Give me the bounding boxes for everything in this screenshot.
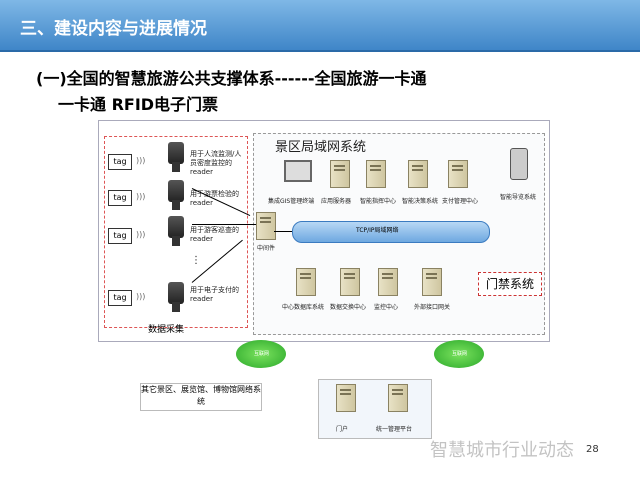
smart-guide-label: 智能导览系统 (500, 194, 537, 201)
server-label-gis: 集成GIS管理终端 (268, 198, 315, 205)
internet-label-2: 互联网 (452, 351, 468, 357)
app-server-icon (330, 160, 350, 188)
gateway-server-icon (422, 268, 442, 296)
link-line (274, 231, 294, 232)
other-networks-box: 其它景区、展览馆、博物馆网络系统 (140, 383, 262, 411)
reader-label-2: 用于游票检验的reader (190, 190, 239, 207)
access-control-box: 门禁系统 (478, 272, 542, 296)
command-server-icon (366, 160, 386, 188)
reader-device-icon (168, 180, 184, 210)
reader-device-icon (168, 216, 184, 246)
smart-guide-device-icon (510, 148, 528, 180)
portal-label: 门户 (336, 426, 349, 433)
server-label-exchange: 数据交换中心 (330, 304, 367, 311)
gis-terminal-icon (284, 160, 312, 182)
reader-label-4: 用于电子支付的reader (190, 286, 239, 303)
server-label-payment: 支付管理中心 (442, 198, 479, 205)
reader-label-1: 用于人流监测/人员密度监控的reader (190, 150, 242, 176)
server-label-gateway: 外部接口网关 (414, 304, 451, 311)
slide-header-bar: 三、建设内容与进展情况 (0, 0, 640, 52)
ellipsis-dots: ⋮ (191, 255, 201, 266)
mgmt-server-icon (388, 384, 408, 412)
lan-system-title: 景区局域网系统 (275, 140, 367, 155)
rfid-tag-2: tag (108, 190, 132, 206)
server-label-database: 中心数据库系统 (282, 304, 325, 311)
server-label-app: 应用服务器 (321, 198, 352, 205)
slide-title: 三、建设内容与进展情况 (20, 19, 207, 39)
monitoring-server-icon (378, 268, 398, 296)
reader-device-icon (168, 142, 184, 172)
signal-waves-icon: ))) (136, 230, 146, 239)
payment-server-icon (448, 160, 468, 188)
middleware-server-icon (256, 212, 276, 240)
subtitle-line-2: 一卡通 RFID电子门票 (58, 95, 219, 114)
reader-label-3: 用于游客巡查的reader (190, 226, 239, 243)
signal-waves-icon: ))) (136, 292, 146, 301)
reader-device-icon (168, 282, 184, 312)
data-collection-box (104, 136, 248, 328)
server-label-command: 智能指挥中心 (360, 198, 397, 205)
signal-waves-icon: ))) (136, 156, 146, 165)
page-number: 28 (586, 444, 599, 455)
server-label-decision: 智能决策系统 (402, 198, 439, 205)
rfid-tag-3: tag (108, 228, 132, 244)
portal-server-icon (336, 384, 356, 412)
decision-server-icon (408, 160, 428, 188)
network-label: TCP/IP局域网络 (356, 227, 399, 234)
tcpip-network-tube (292, 221, 490, 243)
internet-label-1: 互联网 (254, 351, 270, 357)
unified-mgmt-label: 统一管理平台 (376, 426, 413, 433)
internet-cloud-icon (236, 340, 286, 368)
subtitle-line-1: (一)全国的智慧旅游公共支撑体系------全国旅游一卡通 (36, 69, 427, 88)
internet-cloud-icon (434, 340, 484, 368)
rfid-tag-1: tag (108, 154, 132, 170)
slide-subtitle: (一)全国的智慧旅游公共支撑体系------全国旅游一卡通 一卡通 RFID电子… (36, 66, 426, 118)
data-collection-label: 数据采集 (148, 325, 185, 335)
exchange-server-icon (340, 268, 360, 296)
middleware-label: 中间件 (257, 245, 276, 252)
signal-waves-icon: ))) (136, 192, 146, 201)
server-label-monitoring: 监控中心 (374, 304, 399, 311)
rfid-tag-4: tag (108, 290, 132, 306)
watermark-text: 智慧城市行业动态 (430, 440, 574, 461)
database-server-icon (296, 268, 316, 296)
link-line (192, 224, 256, 225)
